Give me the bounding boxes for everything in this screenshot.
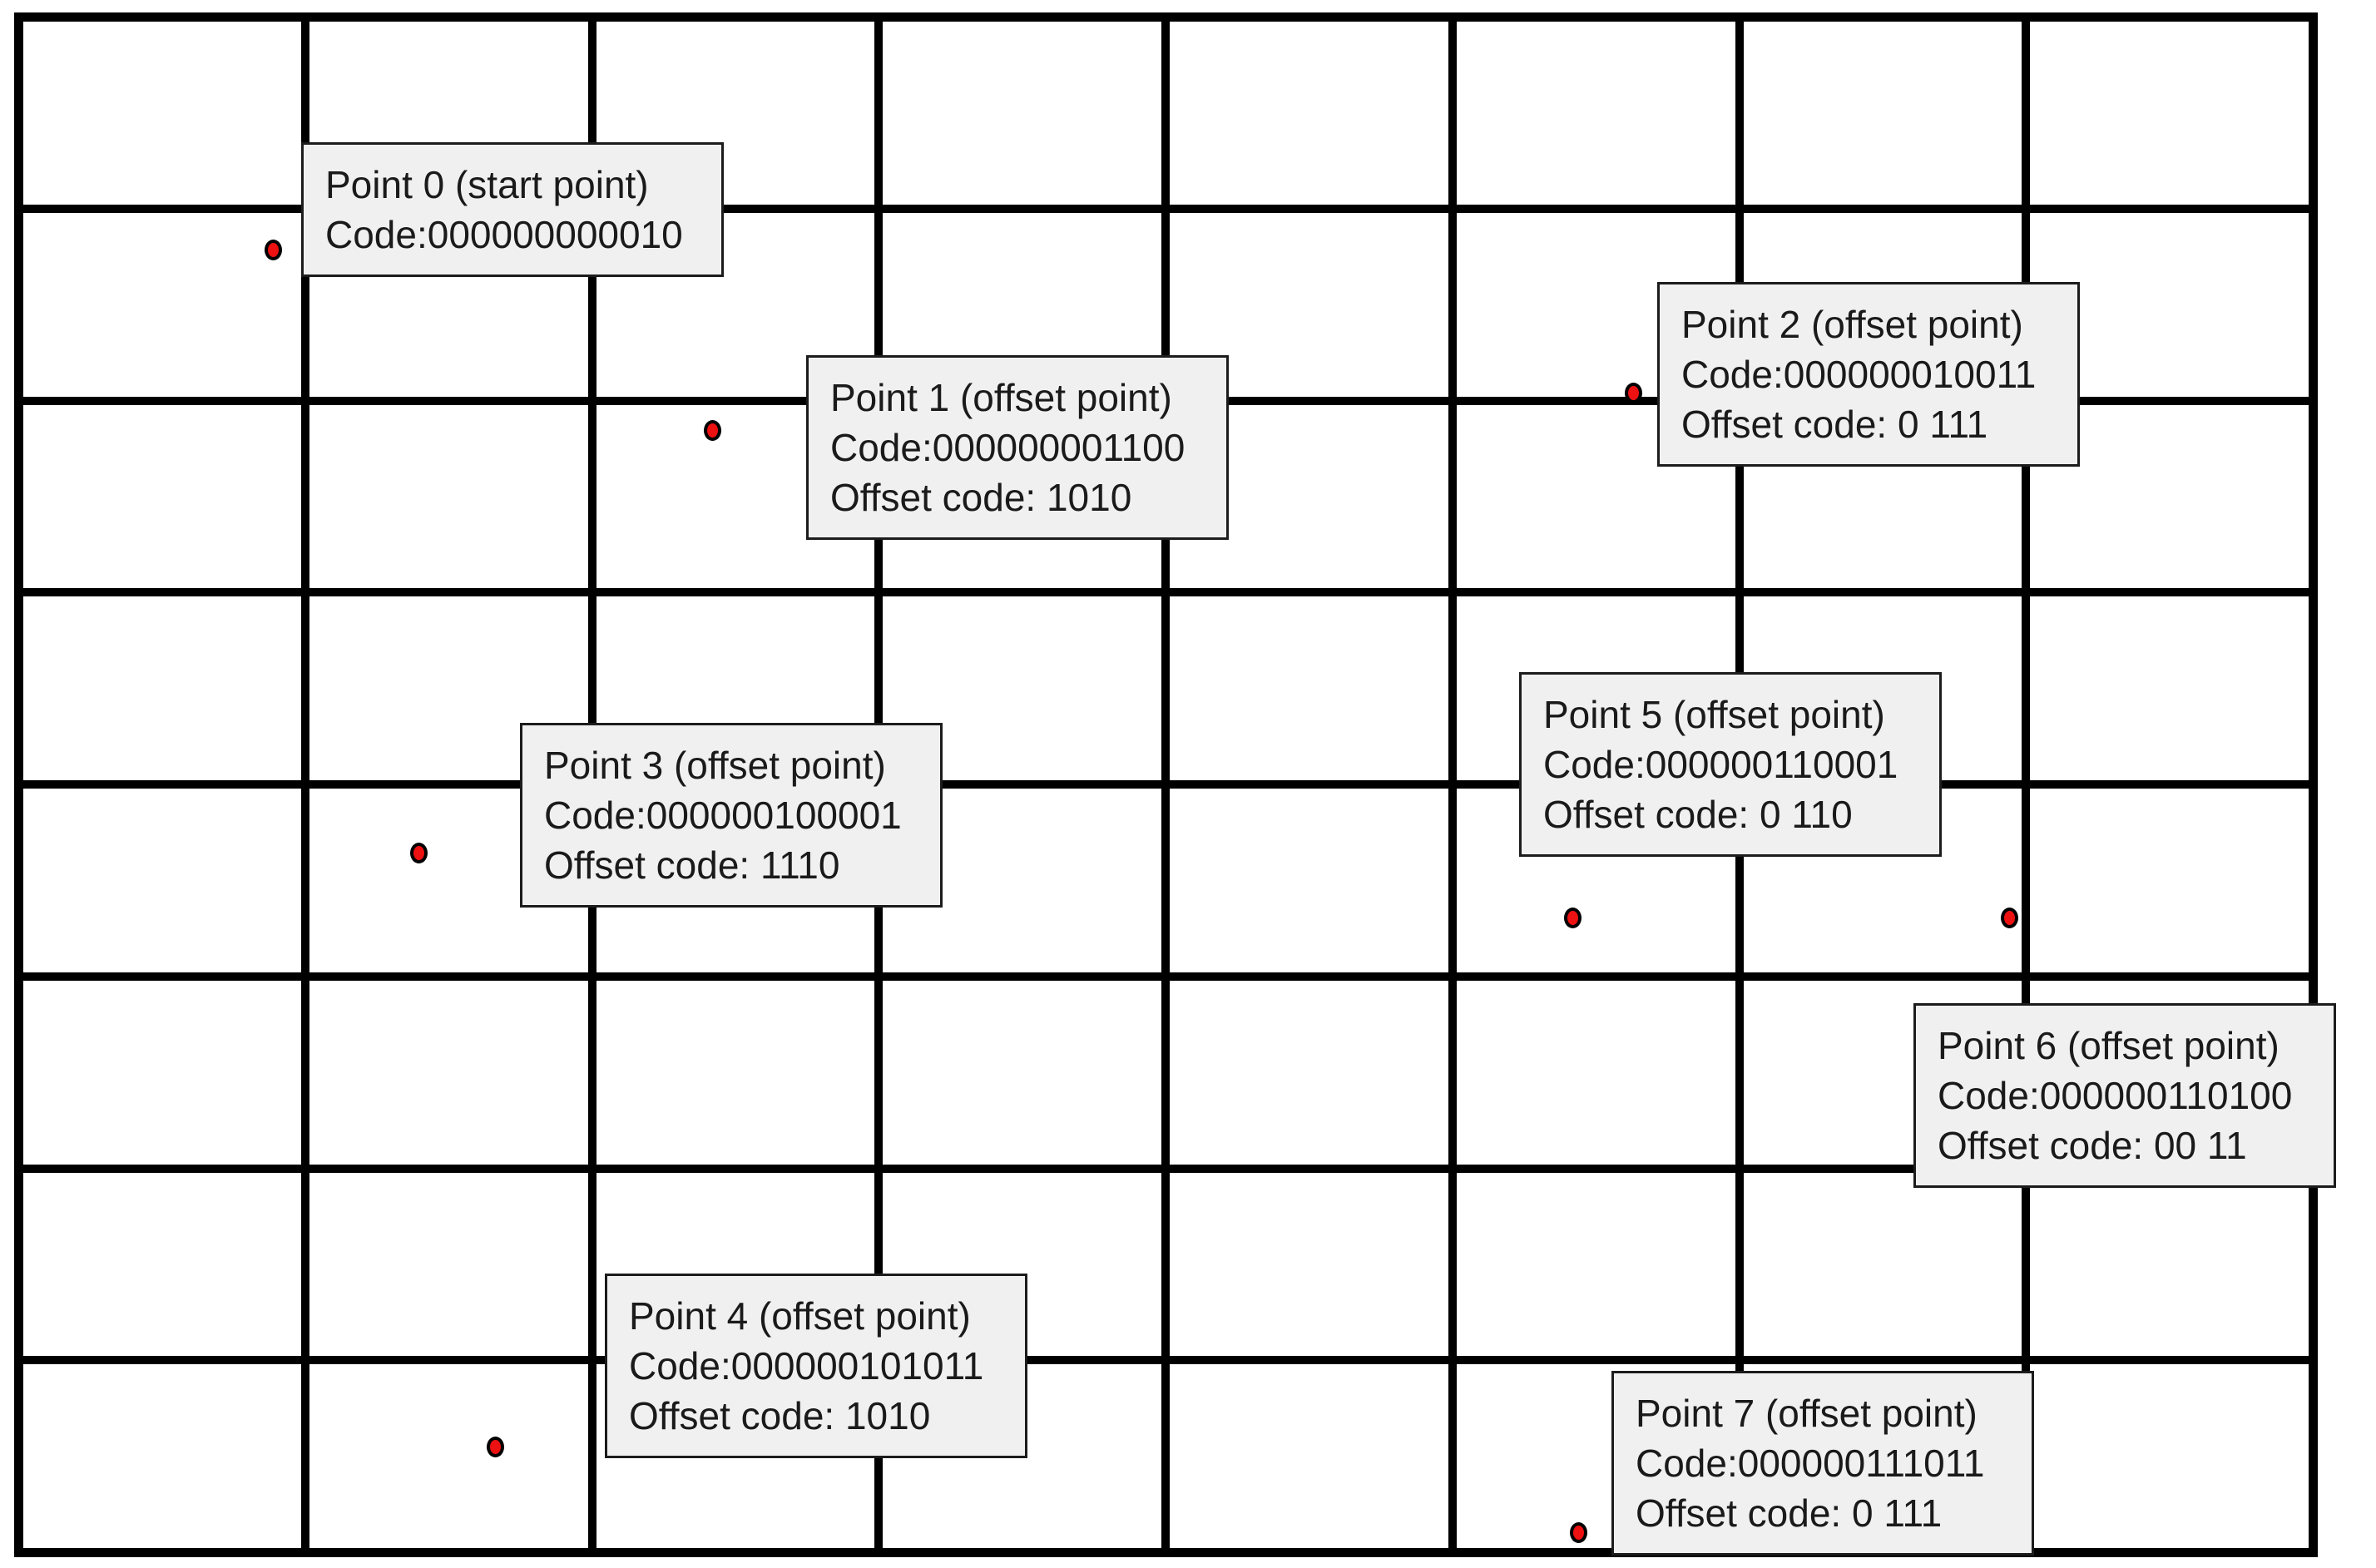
point-label-code: Code:000000110001 (1543, 743, 1898, 786)
point-label-code: Code:000000010011 (1681, 353, 2037, 396)
grid-line-horizontal (18, 1164, 2313, 1173)
grid-line-horizontal (18, 588, 2313, 597)
point-label-title: Point 7 (offset point) (1636, 1392, 1978, 1435)
point-label-code: Code:000000001100 (830, 426, 1186, 469)
point-0-label: Point 0 (start point) Code:000000000010 (301, 142, 724, 277)
point-label-code: Code:000000110100 (1938, 1074, 2293, 1117)
point-label-title: Point 2 (offset point) (1681, 303, 2023, 346)
point-7-marker (1570, 1522, 1587, 1543)
grid-line-horizontal (18, 972, 2313, 981)
point-label-code: Code:000000100001 (544, 794, 902, 837)
point-label-code: Code:000000111011 (1636, 1442, 1985, 1485)
point-2-marker (1625, 383, 1642, 403)
point-label-offset-code: Offset code: 1110 (544, 843, 840, 887)
point-3-marker (410, 843, 428, 863)
point-1-marker (704, 420, 721, 441)
point-label-title: Point 6 (offset point) (1938, 1024, 2279, 1067)
point-label-offset-code: Offset code: 0 111 (1636, 1491, 1943, 1535)
grid-line-horizontal (18, 204, 2313, 213)
point-label-title: Point 5 (offset point) (1543, 693, 1885, 736)
point-label-offset-code: Offset code: 0 110 (1543, 793, 1853, 836)
point-5-marker (1564, 908, 1582, 928)
point-4-marker (487, 1437, 504, 1457)
point-label-code: Code:000000000010 (325, 213, 683, 256)
point-label-offset-code: Offset code: 1010 (830, 476, 1132, 519)
point-label-title: Point 3 (offset point) (544, 744, 886, 787)
grid-line-horizontal (18, 780, 2313, 789)
grid-line-horizontal (18, 1356, 2313, 1365)
point-label-title: Point 0 (start point) (325, 163, 649, 206)
point-label-offset-code: Offset code: 1010 (629, 1394, 931, 1437)
point-label-offset-code: Offset code: 00 11 (1938, 1124, 2247, 1167)
point-label-offset-code: Offset code: 0 111 (1681, 403, 1988, 446)
point-label-title: Point 4 (offset point) (629, 1294, 971, 1338)
point-label-code: Code:000000101011 (629, 1344, 984, 1387)
point-0-marker (265, 240, 282, 260)
point-6-marker (2001, 908, 2018, 928)
point-label-title: Point 1 (offset point) (830, 376, 1172, 419)
